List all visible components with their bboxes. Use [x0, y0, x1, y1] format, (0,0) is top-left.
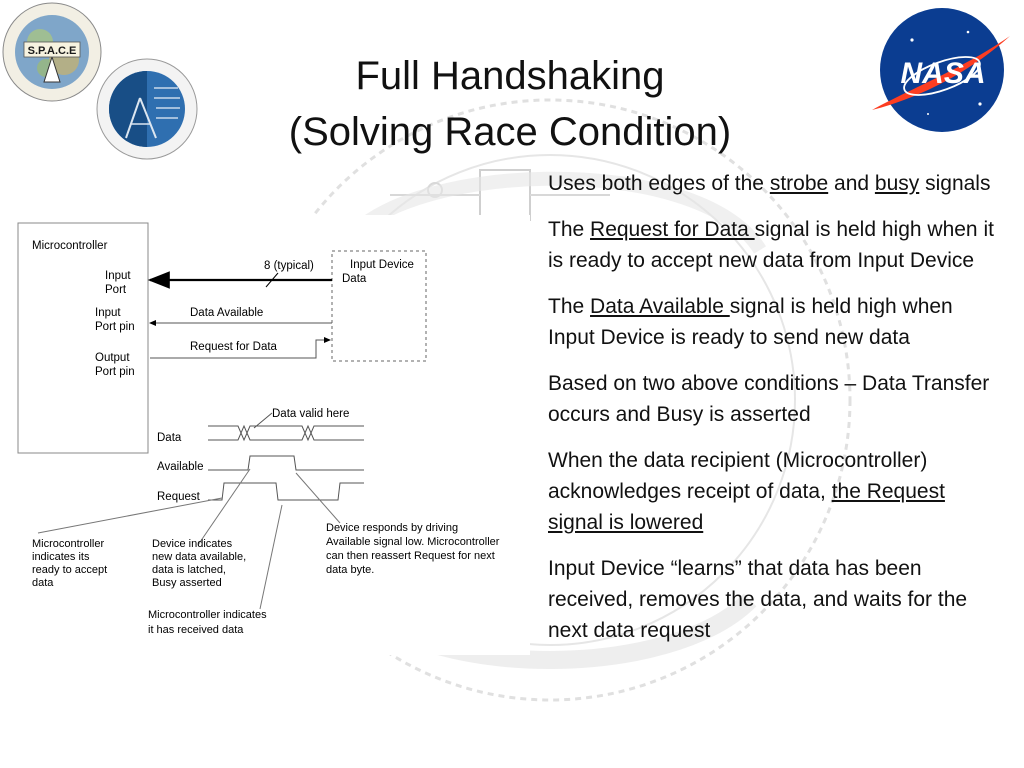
nasa-logo-text: NASA [900, 57, 985, 90]
available-signal-waveform [208, 455, 364, 471]
note-received-line-2: it has received data [148, 624, 244, 636]
note-device-line-1: Device indicates [152, 538, 233, 550]
bullet-request-lowered: When the data recipient (Microcontroller… [548, 445, 1003, 538]
note-micro-line-4: data [32, 577, 54, 589]
input-device-box [331, 250, 427, 362]
note-micro-ready: Microcontroller indicates its ready to a… [32, 538, 107, 589]
handshake-diagram: Microcontroller Input Port Input Port pi… [10, 215, 530, 655]
input-device-label-2: Data [342, 273, 367, 285]
data-available-label: Data Available [190, 307, 263, 319]
csula-logo [96, 58, 198, 160]
data-valid-here-label: Data valid here [272, 408, 349, 420]
output-port-pin-label-1: Output [95, 352, 130, 364]
note-micro-line-3: ready to accept [32, 564, 107, 576]
input-port-pin-label-1: Input [95, 307, 121, 319]
bullet-1-text-mid: and [828, 172, 875, 195]
bullet-1-busy: busy [874, 172, 920, 195]
request-signal-waveform [208, 482, 364, 501]
bullet-request-for-data: The Request for Data signal is held high… [548, 214, 1003, 276]
input-device-label-1: Input Device [350, 259, 414, 271]
bullet-2-underlined: Request for Data [590, 218, 755, 241]
note-responds-pointer [295, 472, 341, 524]
nasa-logo: NASA [872, 8, 1010, 132]
slide-title: Full Handshaking (Solving Race Condition… [200, 48, 820, 160]
bus-slash [265, 272, 279, 288]
note-device-responds: Device responds by driving Available sig… [326, 522, 500, 576]
note-device-pointer [197, 468, 251, 546]
output-port-pin-label-2: Port pin [95, 366, 135, 378]
microcontroller-box [17, 222, 149, 454]
note-received-line-1: Microcontroller indicates [148, 609, 267, 621]
bullet-data-available: The Data Available signal is held high w… [548, 291, 1003, 353]
bullet-list: Uses both edges of the strobe and busy s… [548, 168, 1003, 661]
request-for-data-label: Request for Data [190, 341, 278, 353]
note-received-pointer [259, 504, 283, 610]
title-line-2: (Solving Race Condition) [288, 110, 732, 154]
note-micro-line-2: indicates its [32, 551, 90, 563]
note-responds-line-2: Available signal low. Microcontroller [326, 536, 500, 548]
bullet-2-text-end: signal is held high when it is ready to … [548, 218, 994, 272]
data-signal-waveform [208, 424, 364, 442]
bullet-1-strobe: strobe [769, 172, 829, 195]
note-responds-line-1: Device responds by driving [326, 522, 458, 534]
space-logo: S.P.A.C.E [2, 2, 102, 102]
note-device-indicates: Device indicates new data available, dat… [152, 538, 246, 589]
timing-data-label: Data [157, 432, 182, 444]
note-device-line-3: data is latched, [152, 564, 226, 576]
bullet-device-learns: Input Device “learns” that data has been… [548, 557, 968, 642]
bullet-3-text-end: signal is held high when Input Device is… [548, 295, 953, 349]
title-line-1: Full Handshaking [355, 54, 665, 98]
bullet-1-text-end: signals [919, 172, 991, 195]
bullet-strobe-busy: Uses both edges of the strobe and busy s… [548, 168, 1003, 199]
bullet-data-transfer: Based on two above conditions – Data Tra… [548, 372, 990, 426]
input-port-label-1: Input [105, 270, 131, 282]
input-port-pin-label-2: Port pin [95, 321, 135, 333]
bullet-2-text: The [548, 218, 591, 241]
bullet-1-text: Uses both edges of the [548, 172, 770, 195]
bus-width-label: 8 (typical) [264, 260, 314, 272]
timing-available-label: Available [157, 461, 203, 473]
note-micro-pointer [37, 497, 223, 534]
request-for-data-line [150, 337, 331, 359]
input-port-label-2: Port [105, 284, 127, 296]
note-responds-line-3: can then reassert Request for next [326, 550, 495, 562]
note-responds-line-4: data byte. [326, 564, 374, 576]
bullet-3-text: The [548, 295, 591, 318]
microcontroller-label: Microcontroller [32, 240, 108, 252]
note-device-line-2: new data available, [152, 551, 246, 563]
note-micro-received: Microcontroller indicates it has receive… [148, 609, 267, 636]
bullet-3-underlined: Data Available [590, 295, 730, 318]
bullet-5-text: When the data recipient (Microcontroller… [548, 449, 928, 503]
timing-request-label: Request [157, 491, 201, 503]
space-logo-text: S.P.A.C.E [28, 45, 77, 57]
note-device-line-4: Busy asserted [152, 577, 222, 589]
bullet-5-underlined: the Request signal is lowered [548, 480, 945, 534]
note-micro-line-1: Microcontroller [32, 538, 104, 550]
